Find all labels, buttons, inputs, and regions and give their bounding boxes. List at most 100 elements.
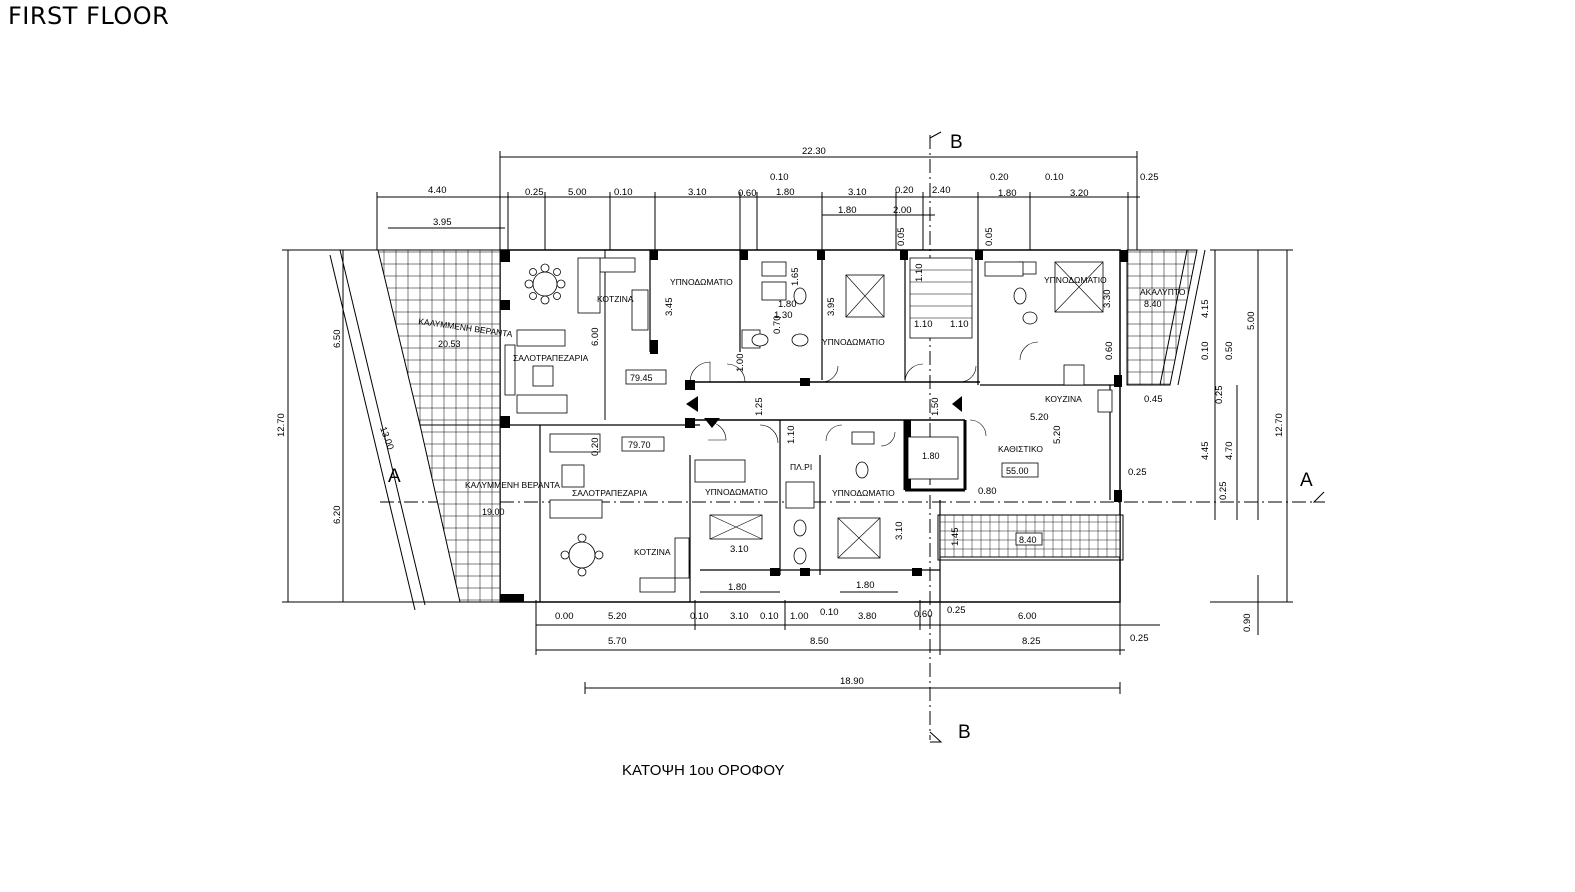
dim-height-left: 12.70	[276, 413, 287, 437]
label-bedroom-2: ΥΠΝΟΔΩΜΑΤΙΟ	[822, 337, 885, 347]
area-lift: 1.80	[922, 451, 940, 461]
label-covered-veranda-2: ΚΑΛΥΜΜΕΝΗ ΒΕΡΑΝΤΑ	[465, 480, 560, 490]
section-marker-a-left: A	[388, 466, 401, 487]
dim-top-5: 3.10	[688, 187, 707, 198]
dim-bottom2-3: 8.25	[1022, 636, 1041, 647]
dim-int-20: 0.45	[1144, 394, 1163, 405]
dim-bottom2-2: 8.50	[810, 636, 829, 647]
dim-int-26: 3.10	[894, 522, 905, 541]
dim-int-11: 0.05	[896, 228, 907, 247]
dim-int-28: 1.80	[778, 299, 797, 310]
dim-bottom2-1: 5.70	[608, 636, 627, 647]
area-covered-veranda-2: 19.00	[482, 507, 505, 517]
area-apt-2: 79.70	[628, 440, 651, 450]
dim-bottom-1: 0.00	[555, 611, 574, 622]
label-living-dining-2: ΣΑΛΟΤΡΑΠΕΖΑΡΙΑ	[572, 488, 648, 498]
dim-bottom-9: 0.60	[914, 609, 933, 620]
dim-int-9: 1.10	[914, 319, 933, 330]
dim-bottom2-4: 0.25	[1130, 633, 1149, 644]
dim-int-15: 1.25	[754, 398, 765, 417]
dim-int-4: 1.30	[774, 310, 793, 321]
dim-int-14: 0.60	[1104, 342, 1115, 361]
dim-int-8: 1.10	[914, 264, 925, 283]
dim-int-16: 1.50	[930, 398, 941, 417]
dim-right-1: 4.15	[1200, 300, 1211, 319]
dim-bottom-10: 0.25	[947, 605, 966, 616]
dim-int-17: 0.20	[590, 438, 601, 457]
dim-int-1: 3.45	[664, 298, 675, 317]
dim-bottom-8: 3.80	[858, 611, 877, 622]
dim-top-8: 3.10	[848, 187, 867, 198]
dim-int-24: 3.10	[730, 544, 749, 555]
dim-top-9: 0.20	[895, 185, 914, 196]
dim-right-7: 4.70	[1224, 442, 1235, 461]
dim-right-3: 0.10	[1200, 342, 1211, 361]
dim-bottom-6: 1.00	[790, 611, 809, 622]
label-bedroom-4: ΥΠΝΟΔΩΜΑΤΙΟ	[705, 487, 768, 497]
dim-int-5: 0.70	[772, 316, 783, 335]
dim-int-19: 5.20	[1030, 412, 1049, 423]
area-covered-veranda-1: 20.53	[438, 339, 461, 349]
dim-right-9: 0.90	[1242, 614, 1253, 633]
dim-bottom-2: 5.20	[608, 611, 627, 622]
dim-left-1: 6.50	[332, 330, 343, 349]
dim-top-10: 2.40	[932, 185, 951, 196]
dim-second-3: 2.00	[893, 205, 912, 216]
dim-bottom-5: 0.10	[760, 611, 779, 622]
label-akalyptos: ΑΚΑΛΥΠΤΟ	[1140, 287, 1186, 297]
area-apt-1: 79.45	[630, 373, 653, 383]
dim-bottom-4: 3.10	[730, 611, 749, 622]
dim-left-3: 13.00	[377, 425, 395, 451]
dim-top-small-3: 0.10	[1045, 172, 1064, 183]
section-marker-a-right: A	[1300, 470, 1313, 491]
dim-int-7: 3.95	[826, 298, 837, 317]
dim-top-13: 0.25	[1140, 172, 1159, 183]
dim-int-13: 3.30	[1102, 290, 1113, 309]
dim-top-7: 1.80	[776, 187, 795, 198]
dim-bottom-7: 0.10	[820, 607, 839, 618]
dim-int-12: 0.05	[984, 228, 995, 247]
dim-int-2: 6.00	[590, 328, 601, 347]
label-bedroom-3: ΥΠΝΟΔΩΜΑΤΙΟ	[1044, 275, 1107, 285]
dim-overall-bottom: 18.90	[840, 676, 864, 687]
dim-overall-top: 22.30	[802, 146, 826, 157]
page-title: FIRST FLOOR	[8, 2, 170, 30]
dim-top-3: 5.00	[568, 187, 587, 198]
label-kitchen-2: ΚΟΤΖΙΝΑ	[634, 547, 671, 557]
dim-int-25: 1.80	[728, 582, 747, 593]
dim-int-29: 1.45	[950, 528, 961, 547]
area-apt-3: 55.00	[1006, 466, 1029, 476]
dim-top-6: 0.60	[738, 188, 757, 199]
dim-int-21: 5.20	[1052, 426, 1063, 445]
dim-int-27: 1.80	[856, 580, 875, 591]
dim-right-2: 5.00	[1246, 312, 1257, 331]
dim-bottom-3: 0.10	[690, 611, 709, 622]
dim-top-2: 0.25	[525, 187, 544, 198]
dim-int-3: 1.65	[790, 268, 801, 287]
dim-int-10: 1.10	[950, 319, 969, 330]
area-open-top: 8.40	[1144, 299, 1162, 309]
dim-int-18: 1.10	[786, 426, 797, 445]
dim-right-8: 0.25	[1218, 482, 1229, 501]
dim-top-small-1: 0.10	[770, 172, 789, 183]
label-kitchen-1: ΚΟΤΖΙΝΑ	[597, 294, 634, 304]
label-living-room: ΚΑΘΙΣΤΙΚΟ	[998, 444, 1043, 454]
section-marker-b-bottom: B	[958, 722, 971, 743]
dim-bottom-11: 6.00	[1018, 611, 1037, 622]
label-living-dining-1: ΣΑΛΟΤΡΑΠΕΖΑΡΙΑ	[513, 353, 589, 363]
label-closet: ΠΛ.ΡΙ	[790, 462, 812, 472]
dim-left-2: 6.20	[332, 506, 343, 525]
area-open-bottom: 8.40	[1019, 535, 1037, 545]
dim-int-6: 1.00	[735, 354, 746, 373]
label-bedroom-5: ΥΠΝΟΔΩΜΑΤΙΟ	[832, 488, 895, 498]
dim-int-23: 0.80	[978, 486, 997, 497]
dim-int-22: 0.25	[1128, 467, 1147, 478]
dim-right-6: 4.45	[1200, 442, 1211, 461]
dim-top-11: 1.80	[998, 188, 1017, 199]
label-bedroom-1: ΥΠΝΟΔΩΜΑΤΙΟ	[670, 277, 733, 287]
section-marker-b-top: B	[950, 132, 963, 153]
dim-second-2: 1.80	[838, 205, 857, 216]
plan-caption: ΚΑΤΟΨΗ 1ου ΟΡΟΦΟΥ	[622, 762, 785, 779]
dim-right-5: 0.25	[1214, 386, 1225, 405]
